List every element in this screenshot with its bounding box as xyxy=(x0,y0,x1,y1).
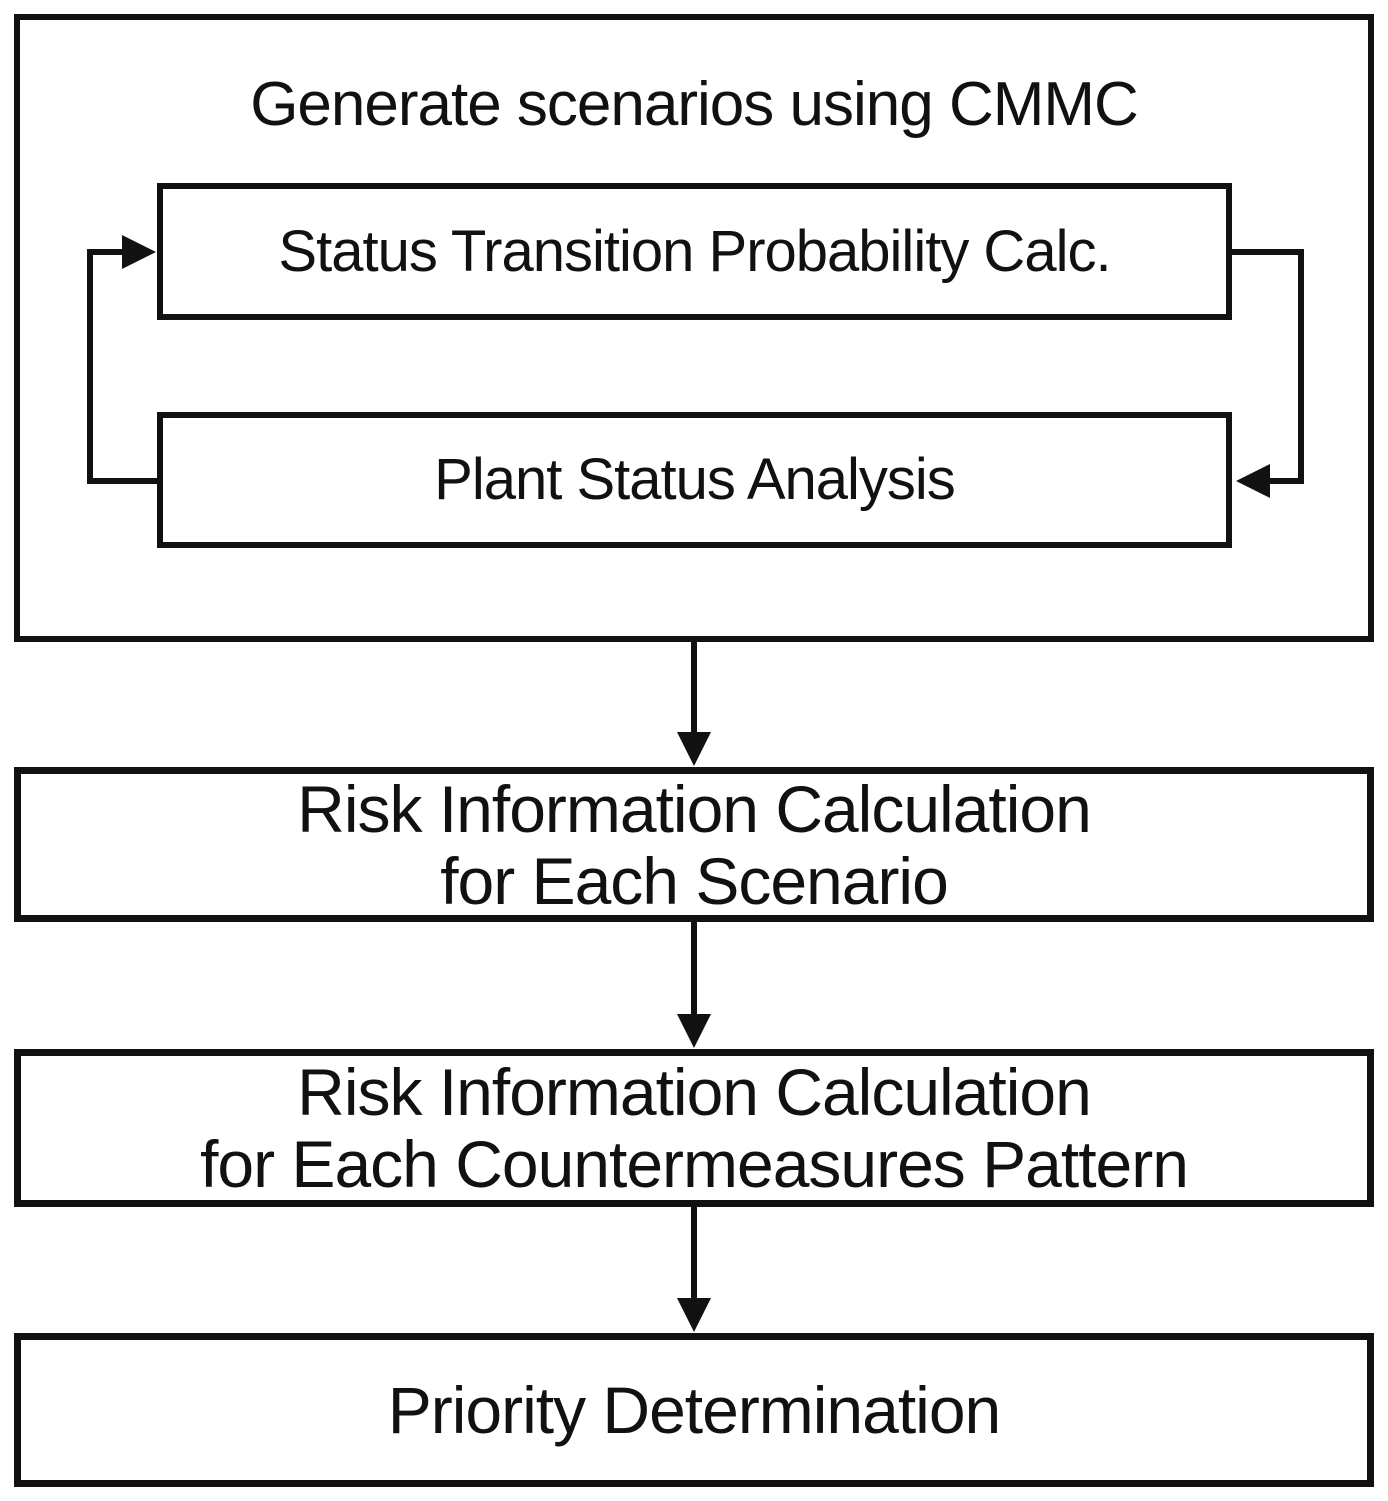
node-label: Plant Status Analysis xyxy=(434,447,956,512)
node-label-line: Priority Determination xyxy=(387,1373,1002,1447)
loop-arrow-left-line xyxy=(87,249,160,484)
node-risk-info-calc-each-countermeasures-pattern: Risk Information Calculation for Each Co… xyxy=(14,1049,1374,1207)
node-status-transition-probability-calc: Status Transition Probability Calc. xyxy=(157,183,1232,320)
node-plant-status-analysis: Plant Status Analysis xyxy=(157,412,1232,548)
node-label-line: for Each Countermeasures Pattern xyxy=(200,1127,1189,1201)
flow-arrow-2-arrowhead-icon xyxy=(677,1014,711,1048)
node-label-line: for Each Scenario xyxy=(440,843,949,918)
node-priority-determination: Priority Determination xyxy=(14,1333,1374,1487)
node-label: Status Transition Probability Calc. xyxy=(278,218,1111,284)
flow-arrow-1-arrowhead-icon xyxy=(677,732,711,766)
flow-arrow-3-arrowhead-icon xyxy=(677,1298,711,1332)
node-risk-info-calc-each-scenario: Risk Information Calculation for Each Sc… xyxy=(14,767,1374,922)
loop-arrow-right-line xyxy=(1229,249,1304,484)
node-label-line: Risk Information Calculation xyxy=(297,1055,1092,1129)
loop-arrow-right-arrowhead-icon xyxy=(1236,464,1270,498)
loop-arrow-left-arrowhead-icon xyxy=(122,235,156,269)
cmmc-scenario-group-box xyxy=(14,14,1374,642)
group-title: Generate scenarios using CMMC xyxy=(250,70,1139,139)
node-label-line: Risk Information Calculation xyxy=(297,771,1092,846)
